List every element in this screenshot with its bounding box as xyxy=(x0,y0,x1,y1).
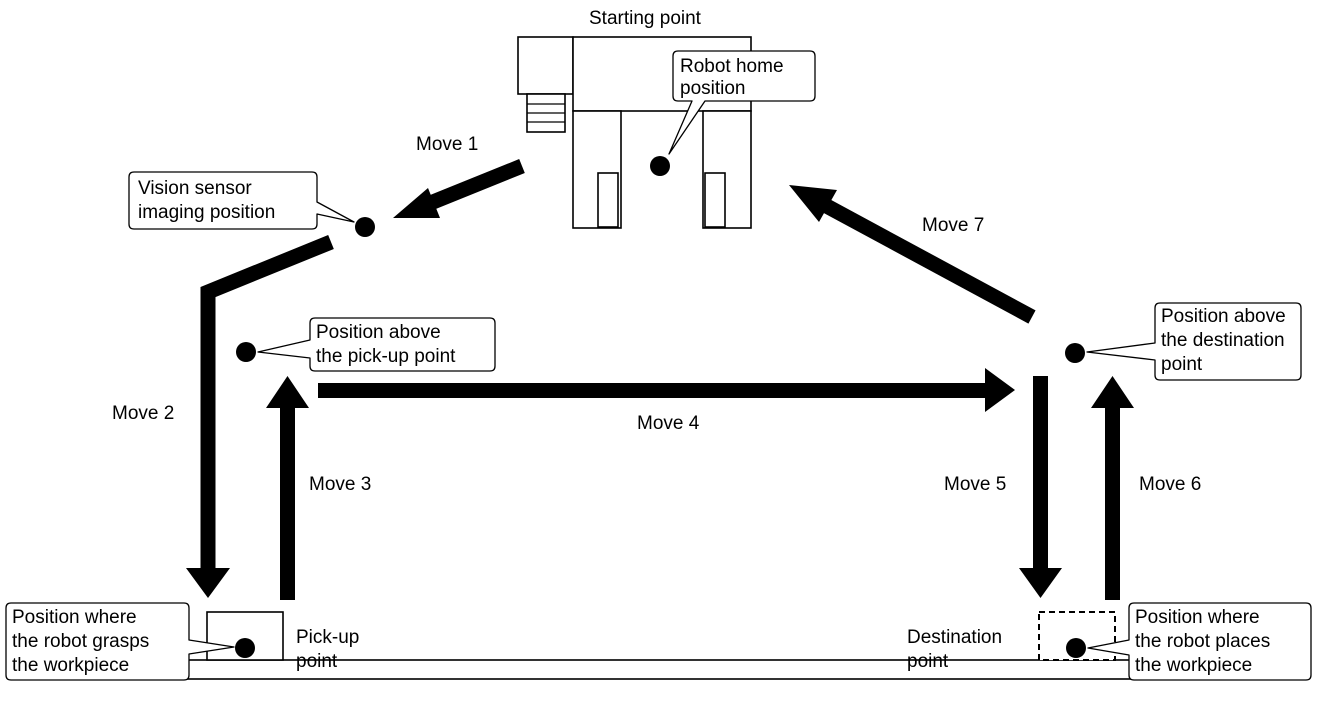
callout-place: Position where the robot places the work… xyxy=(1087,602,1312,681)
place-dot xyxy=(1066,638,1086,658)
move1-arrow xyxy=(393,159,525,218)
callout-above-pickup-line1: Position above xyxy=(316,322,441,343)
callout-above-destination-line3: point xyxy=(1161,354,1203,375)
grasp-dot xyxy=(235,638,255,658)
finger-pad-right xyxy=(704,172,726,228)
callout-grasp: Position where the robot grasps the work… xyxy=(5,602,235,681)
vision-sensor-dot xyxy=(355,217,375,237)
move7-arrow xyxy=(789,185,1036,324)
callout-vision-sensor: Vision sensor imaging position xyxy=(128,171,355,230)
move3-arrow xyxy=(266,376,309,600)
robot-home-dot xyxy=(650,156,670,176)
label-move7: Move 7 xyxy=(922,215,984,236)
move6-arrow xyxy=(1091,376,1134,600)
callout-vision-sensor-line2: imaging position xyxy=(138,202,275,223)
label-move5: Move 5 xyxy=(944,474,1006,495)
label-pickup-point-line2: point xyxy=(296,651,338,672)
callout-above-destination-line1: Position above xyxy=(1161,306,1286,327)
callout-place-line1: Position where xyxy=(1135,607,1260,628)
label-move2: Move 2 xyxy=(112,403,174,424)
above-pickup-dot xyxy=(236,342,256,362)
callout-vision-sensor-line1: Vision sensor xyxy=(138,178,252,199)
callout-above-destination: Position above the destination point xyxy=(1086,302,1302,381)
label-move4: Move 4 xyxy=(637,413,700,434)
camera-body xyxy=(517,36,574,95)
callout-place-line2: the robot places xyxy=(1135,631,1270,652)
label-destination-point-line1: Destination xyxy=(907,627,1002,648)
callout-robot-home-line2: position xyxy=(680,78,746,99)
move4-arrow xyxy=(318,368,1015,412)
callout-above-destination-line2: the destination xyxy=(1161,330,1285,351)
callout-grasp-line1: Position where xyxy=(12,607,137,628)
label-move1: Move 1 xyxy=(416,134,478,155)
callout-robot-home: Robot home position xyxy=(668,50,816,155)
callout-place-line3: the workpiece xyxy=(1135,655,1252,676)
finger-pad-left xyxy=(597,172,619,228)
callout-grasp-line3: the workpiece xyxy=(12,655,129,676)
above-destination-dot xyxy=(1065,343,1085,363)
label-pickup-point-line1: Pick-up xyxy=(296,627,359,648)
callout-above-pickup-line2: the pick-up point xyxy=(316,346,456,367)
callout-above-pickup: Position above the pick-up point xyxy=(257,317,496,372)
label-destination-point-line2: point xyxy=(907,651,949,672)
label-move3: Move 3 xyxy=(309,474,371,495)
move5-arrow xyxy=(1019,376,1062,598)
callout-robot-home-line1: Robot home xyxy=(680,56,784,77)
label-starting-point: Starting point xyxy=(589,8,702,29)
move2-arrow xyxy=(186,235,334,598)
label-move6: Move 6 xyxy=(1139,474,1201,495)
callout-grasp-line2: the robot grasps xyxy=(12,631,149,652)
